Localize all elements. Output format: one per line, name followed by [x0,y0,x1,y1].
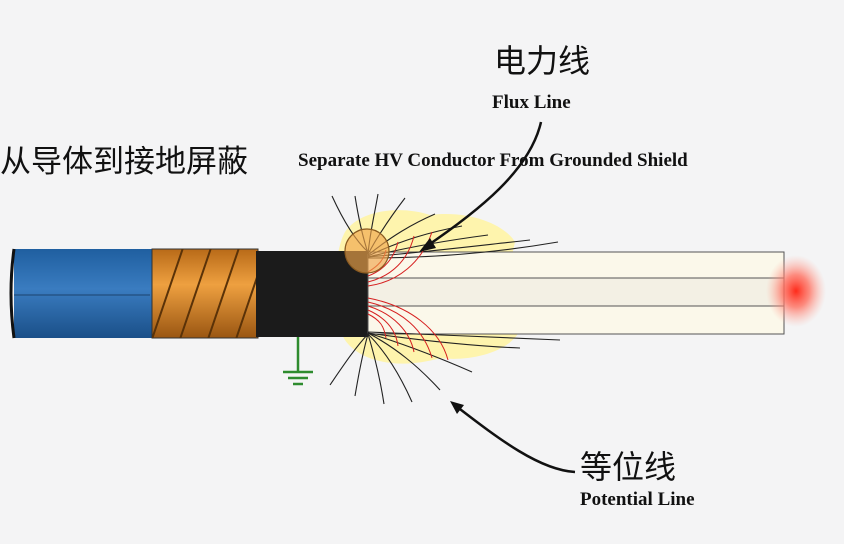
insulation-lower [367,305,785,335]
stress-highlight-circle [344,228,390,274]
flux-arrow [419,121,543,252]
potential-line-en-label: Potential Line [580,489,695,510]
separate-cn-label: 从导体到接地屏蔽 [0,144,248,180]
separate-en-label: Separate HV Conductor From Grounded Shie… [298,150,688,171]
semicon-screen [256,251,368,337]
potential-lines [367,231,449,361]
conductor [367,277,785,307]
tape-wraps [152,249,258,338]
conductor-end-glow [766,255,826,327]
potential-arrow [450,401,576,474]
flux-line-en-label: Flux Line [492,92,571,113]
jacket-edge [9,248,16,339]
flux-line-cn-label: 电力线 [494,42,591,80]
outer-jacket [14,249,154,338]
ground-symbol [283,337,313,386]
potential-line-cn-label: 等位线 [580,448,677,486]
